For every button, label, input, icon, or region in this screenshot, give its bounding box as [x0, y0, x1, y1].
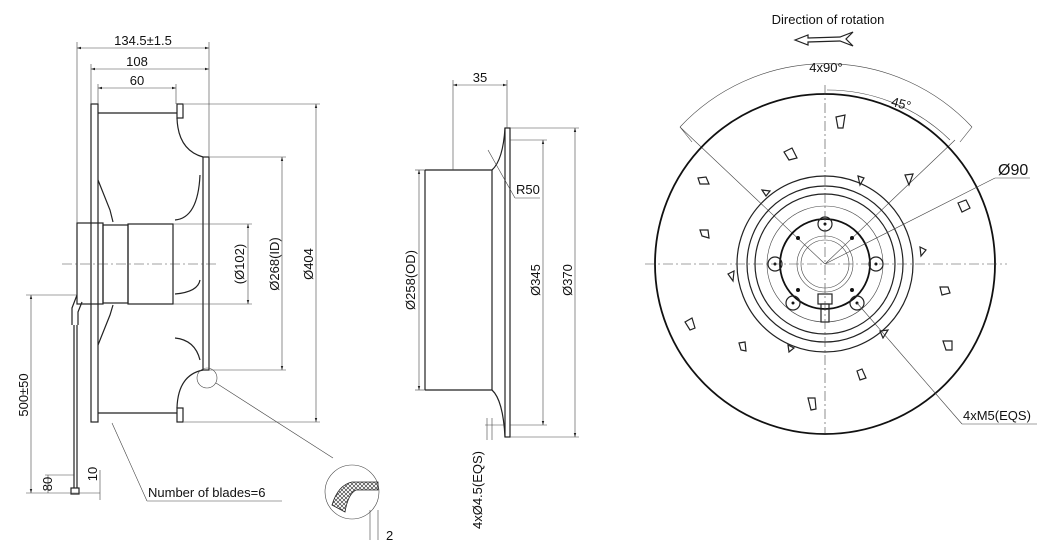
dim-outer: Ø404 — [301, 248, 316, 280]
dim-10: 10 — [85, 467, 100, 481]
dim-35: 35 — [473, 70, 487, 85]
dim-90: Ø90 — [998, 162, 1028, 179]
dim-hub: (Ø102) — [232, 244, 247, 284]
threads-note: 4xM5(EQS) — [963, 408, 1031, 423]
dim-od: Ø258(OD) — [403, 250, 418, 310]
dim-cable: 500±50 — [16, 373, 31, 416]
dim-108: 108 — [126, 54, 148, 69]
dim-overall-length: 134.5±1.5 — [114, 33, 172, 48]
angle-4x90: 4x90° — [809, 60, 842, 75]
rotation-arrow-icon — [793, 31, 854, 47]
side-view: 134.5±1.5 108 60 (Ø102) Ø268(ID) Ø404 50… — [16, 33, 393, 543]
dim-80: 80 — [40, 477, 55, 491]
detail-view: 2 — [324, 464, 393, 543]
holes-note: 4xØ4.5(EQS) — [470, 451, 485, 529]
blades-note: Number of blades=6 — [148, 485, 265, 500]
angle-45: 45° — [890, 94, 913, 114]
dim-345: Ø345 — [528, 264, 543, 296]
dim-370: Ø370 — [560, 264, 575, 296]
inlet-ring-view: 35 R50 Ø258(OD) Ø345 Ø370 4xØ4.5(EQS) — [403, 70, 579, 529]
dim-60: 60 — [130, 73, 144, 88]
rotation-label: Direction of rotation — [772, 12, 885, 27]
detail-dim-2: 2 — [386, 528, 393, 543]
dim-inlet-id: Ø268(ID) — [267, 237, 282, 290]
vent-slots — [684, 114, 971, 411]
radius-r50: R50 — [516, 182, 540, 197]
front-view: Direction of rotation 4x90° 45° — [645, 12, 1037, 435]
